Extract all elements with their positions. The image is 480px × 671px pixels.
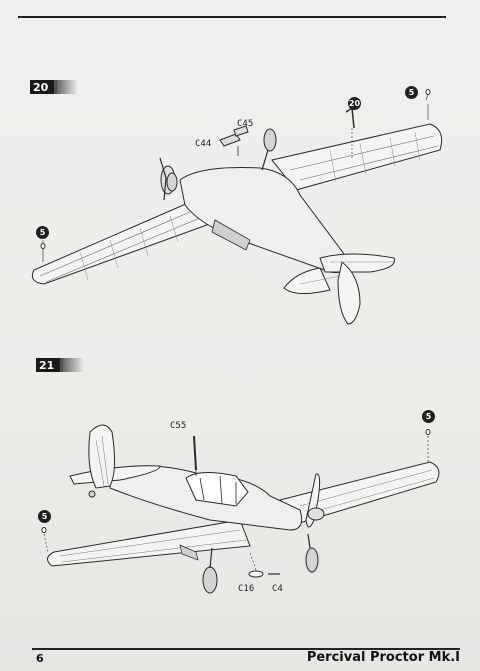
- step-21-right-wheel: [305, 547, 319, 573]
- callout-badge-5-right: 5: [405, 86, 418, 99]
- step-20-tailplane-left: [283, 267, 331, 294]
- step-20-antenna: [345, 106, 355, 129]
- step-21-tip-light-left: [41, 527, 47, 533]
- part-c16-shape: [248, 570, 264, 578]
- step-20-fin: [337, 261, 361, 325]
- top-rule: [18, 16, 446, 18]
- part-c45-shape: [233, 125, 249, 137]
- step-21-number: 21: [36, 358, 84, 372]
- callout-badge-20: 20: [348, 97, 361, 110]
- page-number: 6: [36, 652, 44, 665]
- step-21-label: 21: [39, 358, 55, 372]
- step-21-right-wing: [279, 461, 440, 525]
- step-21-tip-light-right: [425, 429, 431, 435]
- step-20-left-wing: [31, 199, 216, 285]
- part-label-c45: C45: [237, 119, 254, 129]
- step-20-tailplane-right: [319, 253, 395, 273]
- step-20-number: 20: [30, 80, 78, 94]
- document-title: Percival Proctor Mk.I: [306, 650, 460, 665]
- step-21-aircraft: [41, 424, 440, 594]
- step-20-label: 20: [33, 80, 49, 94]
- bottom-rule: [32, 648, 460, 650]
- part-c55-shape: [193, 435, 197, 471]
- step-20-aircraft: [31, 89, 443, 325]
- part-label-c4: C4: [272, 584, 283, 594]
- step-20-right-wheel: [263, 128, 277, 152]
- part-c44-shape: [219, 133, 241, 147]
- step-20-tip-light-left: [40, 243, 46, 249]
- part-label-c44: C44: [195, 139, 212, 149]
- step-20-tip-light-right: [425, 89, 431, 95]
- step-21-left-wheel: [202, 566, 218, 594]
- step-21-canopy: [185, 472, 249, 507]
- part-label-c55: C55: [170, 421, 187, 431]
- callout-badge-5-left: 5: [36, 226, 49, 239]
- callout-badge-5-left-21: 5: [38, 510, 51, 523]
- callout-badge-5-right-21: 5: [422, 410, 435, 423]
- step-20-right-wing: [271, 123, 443, 191]
- part-label-c16: C16: [238, 584, 255, 594]
- step-21-fin: [88, 424, 116, 489]
